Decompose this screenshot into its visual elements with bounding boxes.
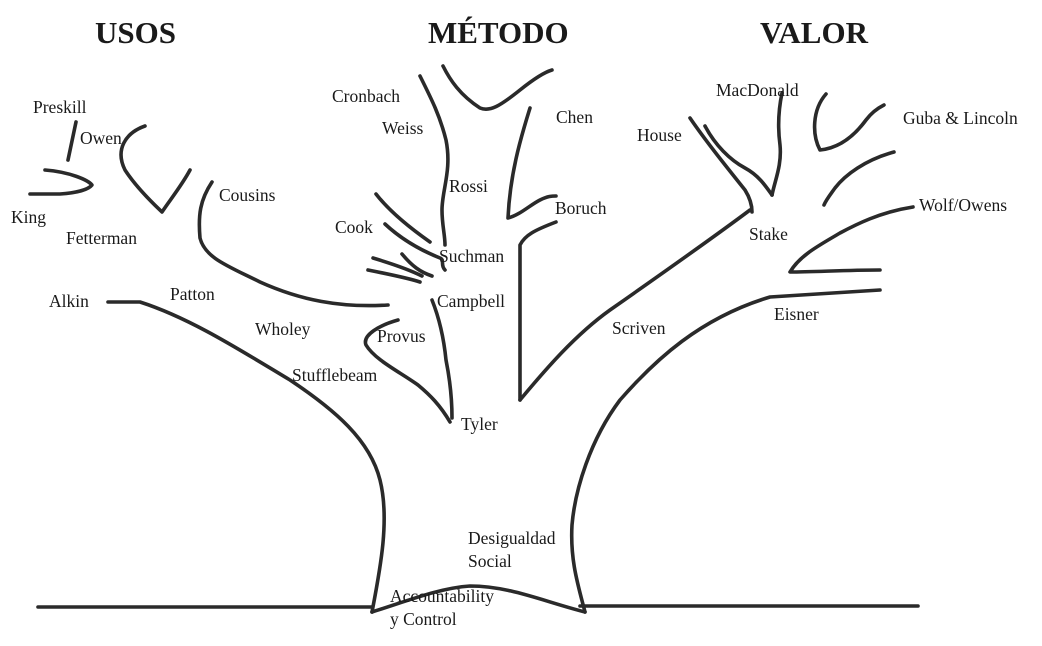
label-chen: Chen	[556, 107, 593, 127]
label-cook: Cook	[335, 217, 373, 237]
label-accountability-line1: Accountability	[390, 586, 494, 606]
heading-metodo: MÉTODO	[428, 15, 569, 50]
branch-wolf	[790, 207, 913, 272]
branch-metodo-main	[420, 76, 448, 245]
label-stufflebeam: Stufflebeam	[292, 365, 378, 385]
label-preskill: Preskill	[33, 97, 87, 117]
branch-cook-a	[376, 194, 430, 242]
label-house: House	[637, 125, 682, 145]
label-desigualdad-line2: Social	[468, 551, 512, 571]
branch-king	[30, 170, 92, 194]
label-campbell: Campbell	[437, 291, 505, 311]
label-cronbach: Cronbach	[332, 86, 400, 106]
trunk-left-edge	[108, 302, 384, 612]
branch-metodo-top	[443, 66, 552, 109]
label-guba-lincoln: Guba & Lincoln	[903, 108, 1018, 128]
heading-usos: USOS	[95, 15, 176, 50]
label-rossi: Rossi	[449, 176, 488, 196]
branch-owen-fetterman	[121, 126, 190, 212]
label-boruch: Boruch	[555, 198, 607, 218]
branch-preskill	[68, 122, 76, 160]
label-tyler: Tyler	[461, 414, 498, 434]
branch-guba	[815, 94, 884, 150]
label-patton: Patton	[170, 284, 215, 304]
heading-valor: VALOR	[760, 15, 869, 50]
label-weiss: Weiss	[382, 118, 424, 138]
label-wholey: Wholey	[255, 319, 311, 339]
label-stake: Stake	[749, 224, 788, 244]
branch-macdonald	[772, 93, 782, 195]
branch-valor-main	[520, 210, 750, 400]
label-accountability-line2: y Control	[390, 609, 457, 629]
branch-metodo-right	[520, 222, 556, 400]
label-owen: Owen	[80, 128, 122, 148]
label-desigualdad-line1: Desigualdad	[468, 528, 556, 548]
label-cousins: Cousins	[219, 185, 276, 205]
label-king: King	[11, 207, 46, 227]
label-fetterman: Fetterman	[66, 228, 137, 248]
branch-chen-boruch	[508, 108, 556, 218]
label-eisner: Eisner	[774, 304, 819, 324]
label-macdonald: MacDonald	[716, 80, 799, 100]
ground-line	[38, 606, 918, 607]
label-wolf-owens: Wolf/Owens	[919, 195, 1007, 215]
label-scriven: Scriven	[612, 318, 666, 338]
label-alkin: Alkin	[49, 291, 89, 311]
label-suchman: Suchman	[439, 246, 504, 266]
branch-guba-b	[824, 152, 894, 205]
label-provus: Provus	[377, 326, 426, 346]
trunk-right-edge	[572, 290, 880, 612]
